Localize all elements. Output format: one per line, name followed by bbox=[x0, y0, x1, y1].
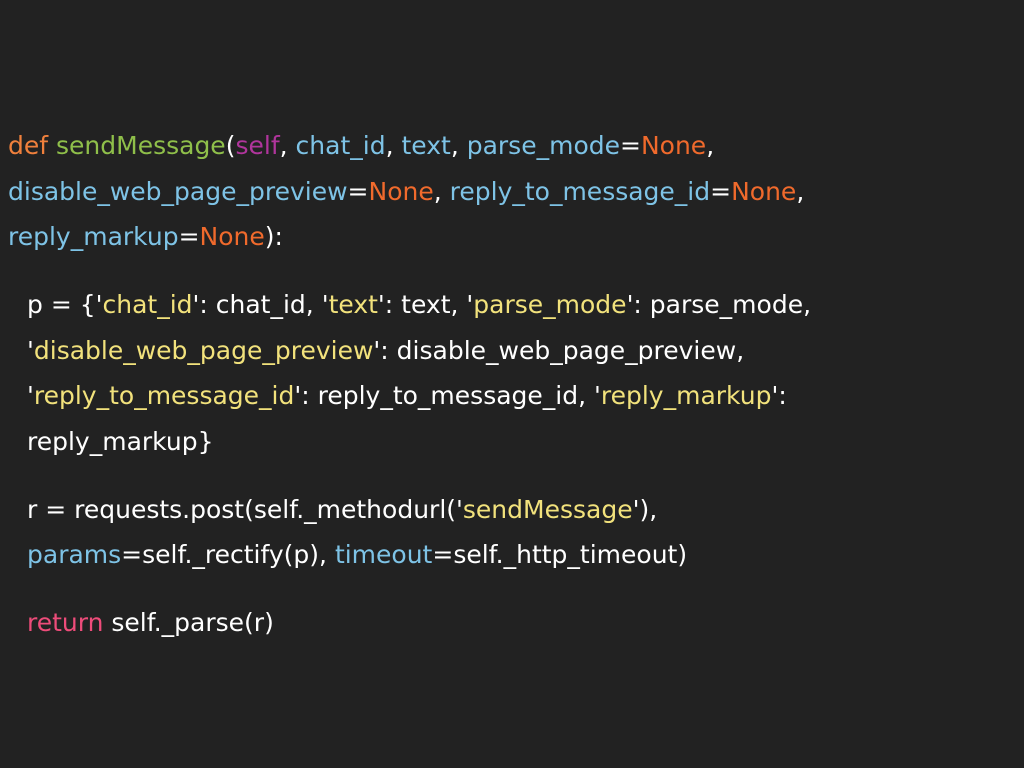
code-token-plain: , bbox=[796, 177, 805, 206]
code-token-plain: ': text, ' bbox=[377, 290, 474, 319]
code-token-none-constant: None bbox=[640, 131, 707, 160]
code-token-plain: ' bbox=[27, 336, 34, 365]
code-token-plain: ): bbox=[264, 222, 283, 251]
code-token-param: text bbox=[401, 131, 451, 160]
code-token-keyword-return: return bbox=[27, 608, 104, 637]
code-token-param: timeout bbox=[334, 540, 433, 569]
code-token-none-constant: None bbox=[731, 177, 797, 206]
code-token-plain: ': chat_id, ' bbox=[192, 290, 329, 319]
code-token-plain: , bbox=[450, 131, 467, 160]
code-token-keyword-def: def bbox=[8, 131, 56, 160]
code-token-string: sendMessage bbox=[462, 495, 633, 524]
code-token-plain: , bbox=[385, 131, 402, 160]
code-line-signature-cont-1: disable_web_page_preview=None, reply_to_… bbox=[8, 177, 804, 207]
code-line-params-dict-4: reply_markup} bbox=[27, 427, 214, 457]
code-token-plain: reply_markup} bbox=[27, 427, 214, 456]
code-token-plain: , bbox=[279, 131, 296, 160]
code-line-def-signature: def sendMessage(self, chat_id, text, par… bbox=[8, 131, 714, 161]
code-line-signature-cont-2: reply_markup=None): bbox=[8, 222, 283, 252]
code-token-param: reply_markup bbox=[8, 222, 179, 251]
code-token-plain: ' bbox=[27, 381, 34, 410]
code-token-plain: =self._http_timeout) bbox=[432, 540, 688, 569]
code-token-string: text bbox=[328, 290, 378, 319]
code-token-plain: r = requests.post(self._methodurl(' bbox=[27, 495, 463, 524]
code-token-plain: p = {' bbox=[27, 290, 103, 319]
code-token-param: params bbox=[27, 540, 122, 569]
code-token-plain: , bbox=[706, 131, 715, 160]
code-token-plain: ( bbox=[225, 131, 236, 160]
code-line-requests-post-2: params=self._rectify(p), timeout=self._h… bbox=[27, 540, 687, 570]
code-token-string: disable_web_page_preview bbox=[33, 336, 374, 365]
code-token-string: parse_mode bbox=[473, 290, 627, 319]
code-token-function-name: sendMessage bbox=[56, 131, 226, 160]
code-token-string: chat_id bbox=[102, 290, 193, 319]
code-token-plain: =self._rectify(p), bbox=[121, 540, 335, 569]
code-token-plain: ': bbox=[771, 381, 787, 410]
code-token-none-constant: None bbox=[368, 177, 434, 206]
code-token-plain: , bbox=[433, 177, 450, 206]
code-token-plain: self._parse(r) bbox=[103, 608, 274, 637]
code-token-param: parse_mode bbox=[466, 131, 620, 160]
code-token-plain: ': disable_web_page_preview, bbox=[373, 336, 745, 365]
code-line-params-dict-2: 'disable_web_page_preview': disable_web_… bbox=[27, 336, 744, 366]
code-line-params-dict-1: p = {'chat_id': chat_id, 'text': text, '… bbox=[27, 290, 811, 320]
code-token-plain: ': reply_to_message_id, ' bbox=[294, 381, 601, 410]
code-line-return: return self._parse(r) bbox=[27, 608, 274, 638]
code-token-string: reply_to_message_id bbox=[33, 381, 295, 410]
code-token-plain: = bbox=[710, 177, 732, 206]
code-token-string: reply_markup bbox=[600, 381, 772, 410]
code-token-plain: = bbox=[620, 131, 641, 160]
code-token-param: reply_to_message_id bbox=[449, 177, 711, 206]
code-token-plain: '), bbox=[632, 495, 658, 524]
code-token-plain: ': parse_mode, bbox=[626, 290, 812, 319]
code-token-none-constant: None bbox=[199, 222, 265, 251]
code-token-self-param: self bbox=[235, 131, 280, 160]
code-line-params-dict-3: 'reply_to_message_id': reply_to_message_… bbox=[27, 381, 787, 411]
code-token-plain: = bbox=[347, 177, 369, 206]
code-token-param: chat_id bbox=[295, 131, 386, 160]
code-line-requests-post-1: r = requests.post(self._methodurl('sendM… bbox=[27, 495, 657, 525]
code-token-plain: = bbox=[178, 222, 200, 251]
code-token-param: disable_web_page_preview bbox=[8, 177, 348, 206]
